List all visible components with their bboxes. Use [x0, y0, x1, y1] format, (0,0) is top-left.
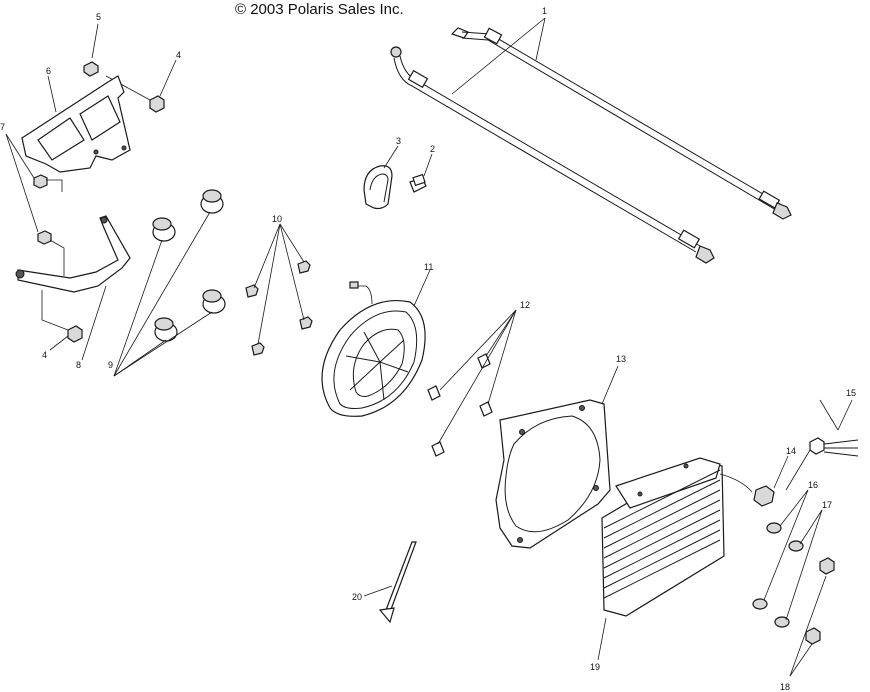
part-17-washers — [774, 509, 823, 628]
part-19-oil-cooler — [597, 457, 725, 661]
part-6-mounting-plate — [21, 75, 131, 173]
callout-18: 18 — [780, 682, 790, 692]
part-18-nuts — [789, 557, 835, 677]
callout-2: 2 — [430, 144, 435, 154]
part-14-temp-sensor — [719, 455, 789, 507]
callout-20: 20 — [352, 592, 362, 602]
part-9-rubber-mounts — [113, 189, 226, 377]
part-12-clips — [427, 309, 517, 457]
callout-12: 12 — [520, 300, 530, 310]
part-11-cooling-fan — [321, 269, 431, 417]
callout-4-lower: 4 — [42, 350, 47, 360]
part-3-hose-clip — [363, 145, 399, 210]
part-13-fan-shroud — [495, 365, 619, 549]
callout-5: 5 — [96, 12, 101, 22]
callout-9: 9 — [108, 360, 113, 370]
callout-16: 16 — [808, 480, 818, 490]
copyright-text: © 2003 Polaris Sales Inc. — [235, 1, 404, 18]
part-5-screw — [83, 23, 99, 77]
part-4-lower-bolt — [41, 290, 83, 351]
callout-4-upper: 4 — [176, 50, 181, 60]
callout-14: 14 — [786, 446, 796, 456]
callout-17: 17 — [822, 500, 832, 510]
callout-19: 19 — [590, 662, 600, 672]
callout-6: 6 — [46, 66, 51, 76]
callout-labels: 1 2 3 4 4 5 6 7 8 9 10 11 12 13 14 15 16… — [0, 6, 856, 692]
part-20-cable-tie — [363, 541, 417, 624]
part-15-wire-connector — [785, 399, 859, 491]
callout-1: 1 — [542, 6, 547, 16]
callout-7: 7 — [0, 122, 5, 132]
part-16-washers — [752, 489, 809, 610]
callout-13: 13 — [616, 354, 626, 364]
part-1-coolant-hoses — [390, 17, 792, 264]
callout-11: 11 — [424, 262, 433, 272]
callout-3: 3 — [396, 136, 401, 146]
callout-15: 15 — [846, 388, 856, 398]
part-10-screws — [245, 223, 313, 356]
part-4-upper-nut — [105, 59, 177, 113]
part-8-l-bracket — [15, 215, 131, 361]
callout-10: 10 — [272, 214, 282, 224]
callout-8: 8 — [76, 360, 81, 370]
part-2-screw — [409, 153, 433, 193]
